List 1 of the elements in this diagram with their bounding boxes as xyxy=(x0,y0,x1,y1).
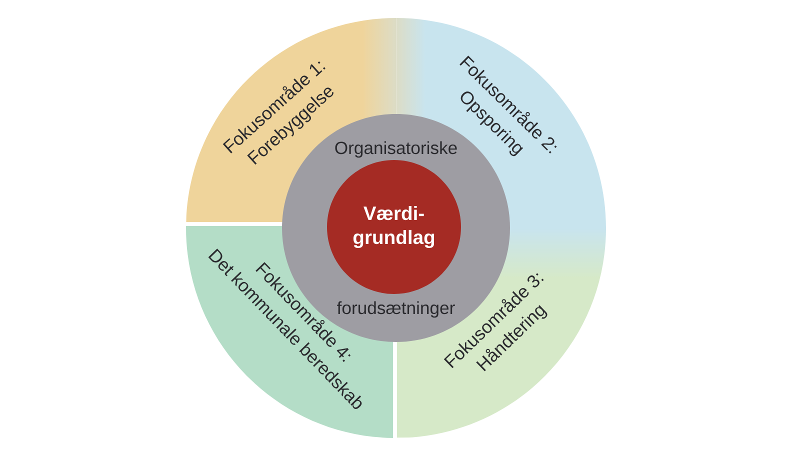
disc: Værdi- grundlag xyxy=(327,160,461,294)
